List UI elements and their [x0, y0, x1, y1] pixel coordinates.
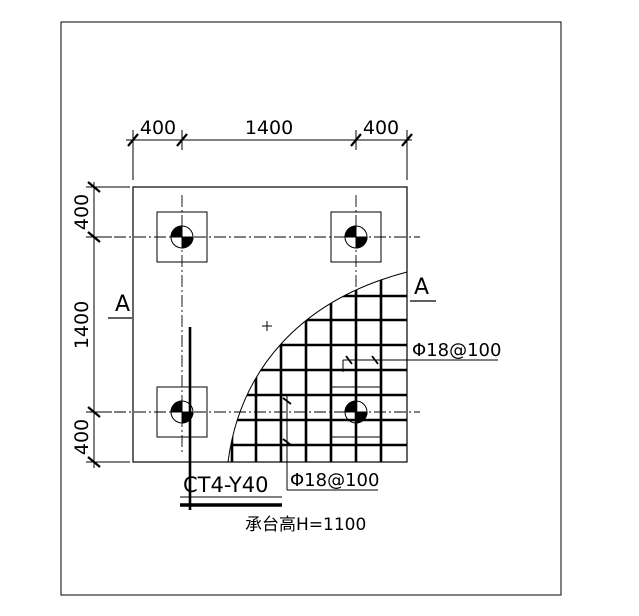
- rebar-callout-right: [342, 355, 498, 372]
- cap-id-label: CT4-Y40: [183, 473, 269, 497]
- pile-cap-outline: [132, 186, 408, 463]
- rebar-mesh: [228, 272, 407, 462]
- section-mark-right: A: [414, 275, 429, 300]
- dim-top-1: 400: [140, 117, 176, 139]
- rebar-callout-bottom: [282, 394, 378, 491]
- dim-left-3: 400: [71, 419, 93, 455]
- center-cross: [262, 321, 272, 331]
- dimension-top: [126, 130, 413, 180]
- drawing-frame: [60, 21, 562, 596]
- pile-top-left: [156, 211, 208, 263]
- pile-top-right: [330, 211, 382, 263]
- section-mark-left: A: [115, 292, 130, 317]
- cap-height-label: 承台高H=1100: [245, 515, 366, 535]
- rebar-label-bottom: Φ18@100: [290, 470, 379, 491]
- mesh-boundary-arc: [227, 271, 408, 463]
- dim-top-3: 400: [363, 117, 399, 139]
- rebar-label-right: Φ18@100: [412, 340, 501, 361]
- dim-top-2: 1400: [245, 117, 293, 139]
- dim-left-1: 400: [71, 194, 93, 230]
- piles: [156, 211, 382, 438]
- dimension-left: [86, 181, 130, 468]
- dim-left-2: 1400: [71, 301, 93, 349]
